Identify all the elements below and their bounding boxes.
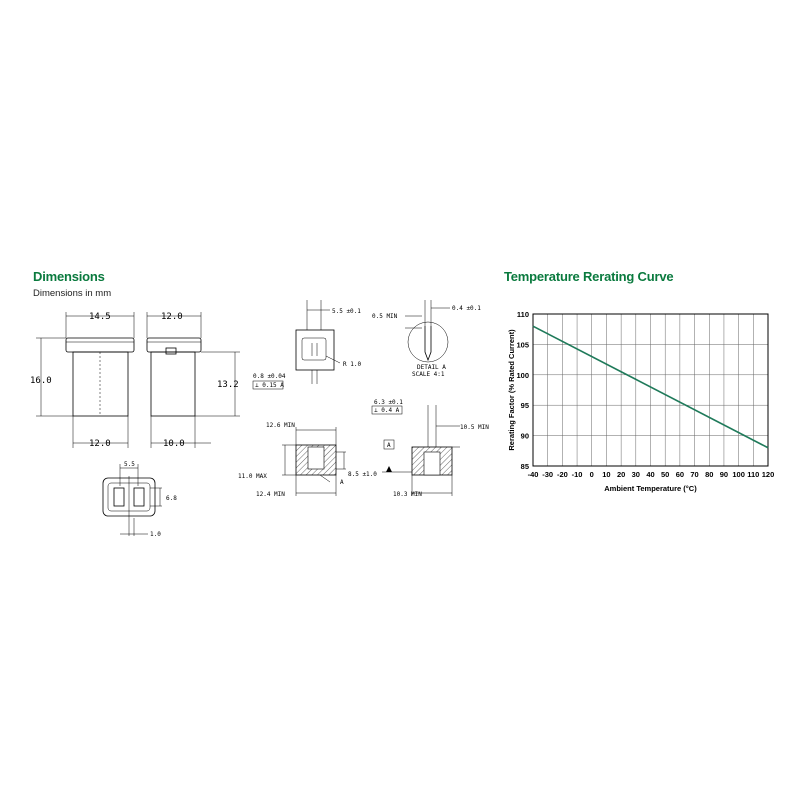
bottom-view-width-label: 5.5 xyxy=(124,461,135,468)
front-width-label: 14.5 xyxy=(89,312,111,322)
fuse-front-view xyxy=(65,337,135,417)
side-bottom-width-label: 10.0 xyxy=(163,439,185,449)
slot-width-label: 5.5 ±0.1 xyxy=(332,308,361,315)
chart-x-tick-label: 10 xyxy=(602,470,610,479)
chart-series xyxy=(532,325,769,449)
chart-x-tick-label: 0 xyxy=(590,470,594,479)
chart-x-tick-label: 50 xyxy=(661,470,669,479)
chart-x-tick-label: -30 xyxy=(542,470,553,479)
tip-width-label: 0.4 ±0.1 xyxy=(452,305,481,312)
dimensions-title: Dimensions xyxy=(33,269,105,284)
fuse-side-view xyxy=(146,337,202,417)
chart-x-tick-label: 110 xyxy=(747,470,759,479)
dimensions-subtitle: Dimensions in mm xyxy=(33,288,112,299)
chart-frame xyxy=(532,313,769,467)
chart-y-tick-label: 105 xyxy=(516,340,529,349)
chart-x-tick-label: 20 xyxy=(617,470,625,479)
front-height-label: 16.0 xyxy=(30,376,52,386)
chart-x-tick-label: -20 xyxy=(557,470,568,479)
chart-x-tick-label: 60 xyxy=(676,470,684,479)
chart-x-tick-label: -10 xyxy=(572,470,583,479)
fuse-bottom-view xyxy=(102,476,156,518)
chart-title: Temperature Rerating Curve xyxy=(504,269,674,284)
chart-x-tick-label: 80 xyxy=(705,470,713,479)
front-bottom-width-label: 12.0 xyxy=(89,439,111,449)
chart-y-axis-label: Rerating Factor (% Rated Current) xyxy=(507,329,516,451)
side-height-label: 13.2 xyxy=(217,380,239,390)
chart-series-line xyxy=(532,325,769,449)
slot2-label: 6.3 ±0.1 xyxy=(374,399,403,406)
chart-y-ticks: 85 90 95 100 105 110 xyxy=(516,310,529,471)
bottom-view-height-label: 6.8 xyxy=(166,495,177,502)
base-min-label: 12.4 MIN xyxy=(256,491,285,498)
chart-x-tick-label: 100 xyxy=(732,470,745,479)
chart-y-tick-label: 100 xyxy=(516,371,529,380)
detail-a-view xyxy=(405,300,450,363)
chart-y-tick-label: 95 xyxy=(521,401,529,410)
section-view-2 xyxy=(382,405,460,496)
scale-label: SCALE 4:1 xyxy=(412,371,445,378)
chart-grid xyxy=(532,313,769,467)
chart-y-tick-label: 85 xyxy=(521,462,529,471)
depth2-label: 10.5 MIN xyxy=(460,424,489,431)
chart-x-tick-label: 70 xyxy=(690,470,698,479)
chart-x-tick-label: 90 xyxy=(720,470,728,479)
chart-x-axis-label: Ambient Temperature (°C) xyxy=(604,484,697,493)
base2-label: 10.3 MIN xyxy=(393,491,422,498)
chart-x-tick-label: 40 xyxy=(646,470,654,479)
max-height-label: 11.0 MAX xyxy=(238,473,267,480)
chart-y-tick-label: 110 xyxy=(517,310,529,319)
chart-y-tick-label: 90 xyxy=(521,432,529,441)
chart-x-tick-label: 30 xyxy=(632,470,640,479)
tolerance-box-2: ⊥ 0.4 A xyxy=(374,407,400,414)
depth-min-label: 12.6 MIN xyxy=(266,422,295,429)
bottom-view-gap-label: 1.0 xyxy=(150,531,161,538)
chart-x-tick-label: -40 xyxy=(528,470,539,479)
detail-a-label: DETAIL A xyxy=(417,364,446,371)
datum-box: A xyxy=(387,442,391,449)
side-width-label: 12.0 xyxy=(161,312,183,322)
tolerance-box-1: ⊥ 0.15 A xyxy=(255,382,284,389)
chart-x-tick-label: 120 xyxy=(762,470,775,479)
radius-label: R 1.0 xyxy=(343,361,361,368)
terminal-slot-detail xyxy=(295,300,341,384)
inner-label: 8.5 ±1.0 xyxy=(348,471,377,478)
datum-a-label: A xyxy=(340,479,344,486)
thickness-label: 0.8 ±0.04 xyxy=(253,373,286,380)
tip-length-label: 0.5 MIN xyxy=(372,313,398,320)
section-view-1 xyxy=(282,427,346,496)
